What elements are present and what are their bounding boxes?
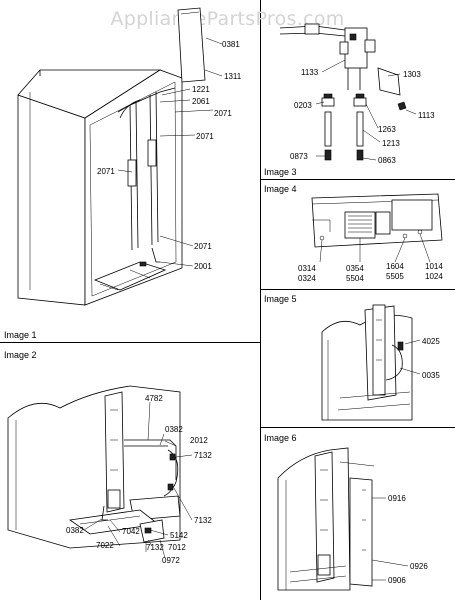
callout-0203: 0203	[294, 101, 312, 110]
callout-1133: 1133	[301, 68, 319, 77]
callout-0382-b: 0382	[66, 526, 84, 535]
callout-2061: 2061	[192, 97, 210, 106]
callout-0916: 0916	[388, 494, 406, 503]
image2-leader-lines	[83, 401, 193, 559]
callout-2012: 2012	[190, 436, 208, 445]
callout-7132-c: 7132	[146, 543, 164, 552]
callout-2001: 2001	[194, 262, 212, 271]
image5-leader-lines	[399, 339, 421, 375]
watermark: AppliancePartsPros.com	[110, 8, 345, 30]
callout-0863: 0863	[378, 156, 396, 165]
callout-0354: 0354	[346, 264, 364, 273]
callout-0873: 0873	[290, 152, 308, 161]
callout-7132-a: 7132	[194, 451, 212, 460]
callout-1221: 1221	[192, 85, 210, 94]
callout-1113: 1113	[418, 111, 435, 120]
panel-label-image5: Image 5	[264, 294, 297, 304]
panel-label-image6: Image 6	[264, 433, 297, 443]
image2-cabinet-drawing	[7, 385, 181, 549]
callout-0381: 0381	[222, 40, 240, 49]
callout-2071-c: 2071	[97, 167, 115, 176]
callout-1213: 1213	[382, 139, 400, 148]
callout-2071-d: 2071	[194, 242, 212, 251]
callout-7132-b: 7132	[194, 516, 212, 525]
callout-5142: 5142	[170, 531, 188, 540]
image1-cabinet-drawing	[17, 7, 206, 306]
callout-1311: 1311	[224, 72, 242, 81]
callout-1604: 1604	[386, 262, 404, 271]
image4-compartment-drawing	[311, 193, 443, 248]
callout-0926: 0926	[410, 562, 428, 571]
callout-4025: 4025	[422, 337, 440, 346]
image3-valve-drawing	[279, 23, 407, 161]
callout-0972: 0972	[162, 556, 180, 565]
panel-label-image2: Image 2	[4, 350, 37, 360]
callout-0906: 0906	[388, 576, 406, 585]
callout-0314: 0314	[298, 264, 316, 273]
panel-image6-frame	[260, 427, 455, 600]
image1-leader-lines	[117, 37, 223, 267]
callout-4782: 4782	[145, 394, 163, 403]
image6-leader-lines	[371, 497, 409, 581]
panel-label-image3: Image 3	[264, 167, 297, 177]
callout-7012: 7012	[168, 543, 186, 552]
image3-leader-lines	[315, 59, 417, 161]
callout-7022: 7022	[96, 541, 114, 550]
callout-1263: 1263	[378, 125, 396, 134]
callout-1014: 1014	[425, 262, 443, 271]
callout-2071-b: 2071	[196, 132, 214, 141]
panel-label-image1: Image 1	[4, 330, 37, 340]
image6-cabinet-drawing	[277, 447, 375, 591]
callout-0324: 0324	[298, 274, 316, 283]
callout-5505: 5505	[386, 272, 404, 281]
callout-0382-a: 0382	[165, 425, 183, 434]
callout-1303: 1303	[403, 70, 421, 79]
callout-1024: 1024	[425, 272, 443, 281]
callout-5504: 5504	[346, 274, 364, 283]
image4-leader-lines	[319, 233, 431, 263]
image5-cabinet-drawing	[321, 304, 413, 421]
callout-2071-a: 2071	[214, 109, 232, 118]
panel-label-image4: Image 4	[264, 184, 297, 194]
callout-0035: 0035	[422, 371, 440, 380]
callout-7042: 7042	[122, 527, 140, 536]
